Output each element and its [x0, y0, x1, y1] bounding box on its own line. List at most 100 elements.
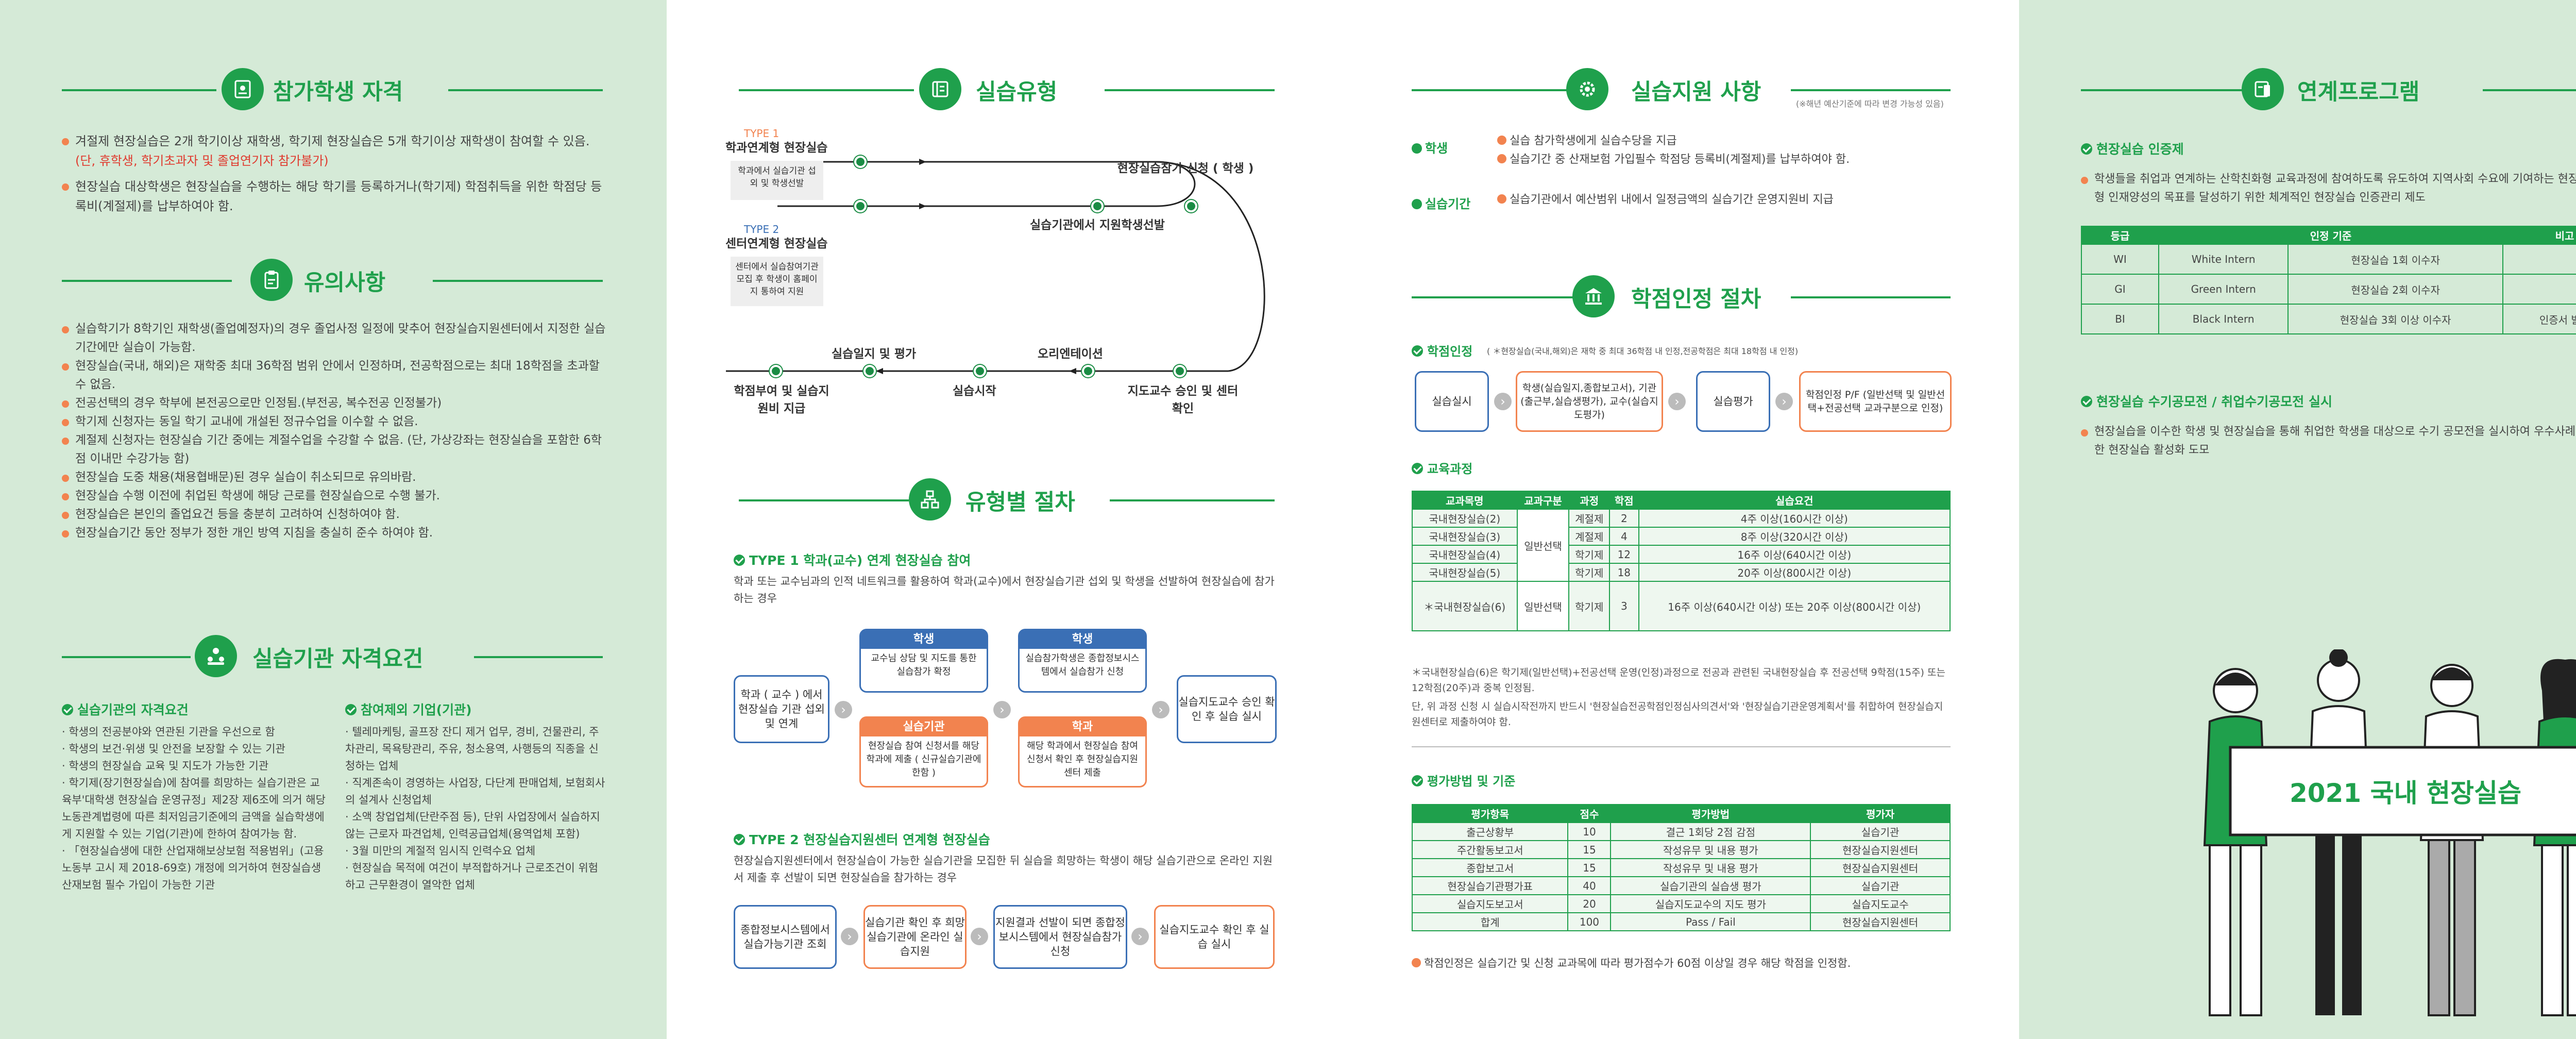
- list-item: 현장실습 수행 이전에 취업된 학생에 해당 근로를 현장실습으로 수행 불가.: [62, 487, 608, 505]
- student-label: 학생: [1412, 138, 1448, 156]
- node-select: 실습기관에서 지원학생선발: [1030, 219, 1165, 232]
- cell: 2: [1609, 509, 1639, 528]
- cell: 종합보고서: [1411, 858, 1569, 877]
- cell: White Intern: [2158, 244, 2289, 275]
- cell: 국내현장실습(5): [1412, 563, 1518, 582]
- table-row: 국내현장실습(4) 학기제 12 16주 이상(640시간 이상): [1412, 545, 1951, 564]
- cell: 합계: [1411, 912, 1569, 931]
- cell: 100: [1567, 912, 1612, 931]
- cell: 4: [1609, 527, 1639, 546]
- arrow-head: [919, 203, 926, 209]
- flow-dot: [1091, 200, 1104, 212]
- type2-desc: 센터에서 실습참여기관 모집 후 학생이 홈페이지 통하여 지원: [731, 257, 823, 306]
- cell: BI: [2081, 304, 2159, 334]
- cell: 40: [1567, 876, 1612, 895]
- students-illustration: [2203, 649, 2576, 1016]
- table-row: 국내현장실습(5) 학기제 18 20주 이상(800시간 이상): [1412, 563, 1951, 582]
- evaluation-head: 평가방법 및 기준: [1412, 771, 1515, 789]
- section-header-notes: 유의사항: [0, 257, 667, 304]
- cell: 작성유무 및 내용 평가: [1610, 840, 1811, 859]
- box-head: 실습기관: [861, 718, 987, 736]
- flow-dot: [854, 200, 867, 212]
- excluded-list: · 텔레마케팅, 골프장 잔디 제거 업무, 경비, 건물관리, 주차관리, 목…: [345, 724, 608, 894]
- cell: 15: [1567, 858, 1612, 877]
- type2-procedure-desc: 현장실습지원센터에서 현장실습이 가능한 실습기관을 모집한 뒤 실습을 희망하…: [734, 854, 1273, 884]
- certificate-icon: [222, 68, 264, 110]
- check-icon: [345, 704, 357, 715]
- box-body: 교수님 상담 및 지도를 통한 실습참가 확정: [871, 653, 977, 677]
- cell: 현장실습 1회 이수자: [2287, 244, 2503, 275]
- type1-name: 학과연계형 현장실습: [725, 141, 828, 155]
- cell: 실습지도교수의 지도 평가: [1610, 894, 1811, 913]
- step-arrow: ›: [841, 928, 858, 945]
- t2-step-search: 종합정보시스템에서 실습가능기관 조회: [734, 905, 837, 969]
- col-header: 점수: [1567, 804, 1612, 823]
- list-item: · 학생의 현장실습 교육 및 지도가 가능한 기관: [62, 760, 269, 772]
- type2-name: 센터연계형 현장실습: [725, 237, 828, 250]
- evaluation-note: 학점인정은 실습기간 및 신청 교과목에 따라 평가점수가 60점 이상일 경우…: [1412, 953, 1951, 973]
- student-figure: [2419, 664, 2484, 1016]
- table-header-row: 등급 인정 기준 비고: [2081, 226, 2576, 245]
- flow-dot: [770, 365, 782, 377]
- type1-desc: 학과에서 실습기관 섭외 및 학생선발: [731, 161, 823, 200]
- cell: 인증서 발급: [2502, 304, 2576, 334]
- recruit-head: 현장실습 수기공모전 / 취업수기공모전 실시: [2081, 392, 2332, 410]
- cell: 실습기관: [1810, 822, 1951, 841]
- section-header-student-eligibility: 참가학생 자격: [0, 66, 667, 113]
- flow-dot: [1082, 365, 1094, 377]
- list-item: 현장실습 도중 채용(채용협배문)된 경우 실습이 취소되므로 유의바람.: [62, 468, 608, 487]
- panel-support: 실습지원 사항 (※해년 예산기준에 따라 변경 가능성 있음) 학생 실습 참…: [1343, 0, 2019, 1039]
- credit-note: ( ＊현장실습(국내,해외)은 재학 중 최대 36학점 내 인정,전공학점은 …: [1487, 346, 1799, 356]
- col-header: 평가항목: [1411, 804, 1569, 823]
- section-header-linked: 연계프로그램: [2019, 66, 2576, 113]
- list-item: · 소액 창업업체(단란주점 등), 단위 사업장에서 실습하지 않는 근로자 …: [345, 811, 600, 840]
- table-row: ＊국내현장실습(6) 일반선택 학기제 3 16주 이상(640시간 이상) 또…: [1412, 581, 1951, 631]
- cell: ＊국내현장실습(6): [1412, 581, 1518, 631]
- step-arrow: ›: [971, 928, 988, 945]
- section-header-procedure: 유형별 절차: [667, 476, 1343, 524]
- subsection-head: 참여제외 기업(기관): [345, 700, 608, 718]
- cell: 20주 이상(800시간 이상): [1638, 563, 1951, 582]
- flow-dot: [974, 365, 986, 377]
- cell: 4주 이상(160시간 이상): [1638, 509, 1951, 528]
- student-support-list: 실습 참가학생에게 실습수당을 지급 실습기간 중 산재보험 가입필수 학점당 …: [1497, 132, 1951, 169]
- col-header: 교과목명: [1412, 491, 1518, 510]
- flow-dot: [1174, 365, 1186, 377]
- clipboard-icon: [250, 259, 293, 301]
- gear-icon: [1566, 68, 1608, 110]
- cell: 일반선택: [1516, 581, 1570, 631]
- col-header: 과정: [1568, 491, 1611, 510]
- col-header: 교과구분: [1516, 491, 1570, 510]
- list-item: 실습 참가학생에게 실습수당을 지급: [1497, 132, 1951, 150]
- list-item: · 학생의 보건·위생 및 안전을 보장할 수 있는 기관: [62, 743, 285, 755]
- student-figure: [2203, 668, 2268, 1016]
- section-title: 유형별 절차: [965, 490, 1075, 515]
- credit-flow-eval-docs: 학생(실습일지,종합보고서), 기관(출근부,실습생평가), 교수(실습지도평가…: [1516, 371, 1663, 432]
- section-header-practice-type: 실습유형: [667, 66, 1343, 113]
- cell: 15: [1567, 840, 1612, 859]
- box-body: 해당 학과에서 현장실습 참여 신청서 확인 후 현장실습지원센터 제출: [1027, 741, 1138, 778]
- step-arrow: ›: [1775, 393, 1793, 410]
- step-arrow: ›: [1494, 393, 1512, 410]
- panel-practice-types: 실습유형 TYPE 1 학과연계형 현장실습 학과에서 실습기관 섭외 및 학생…: [667, 0, 1343, 1039]
- check-icon: [2081, 396, 2092, 407]
- col-header: 실습요건: [1638, 491, 1951, 510]
- box-body: 실습참가학생은 종합정보시스템에서 실습참가 신청: [1025, 653, 1140, 677]
- step-arrow: ›: [1131, 928, 1149, 945]
- list-item: 실습기관에서 예산범위 내에서 일정금액의 실습기간 운영지원비 지급: [1497, 191, 1951, 209]
- cell: 3: [1609, 581, 1639, 631]
- table-header-row: 평가항목 점수 평가방법 평가자: [1411, 804, 1951, 823]
- list-item: 실습학기가 8학기인 재학생(졸업예정자)의 경우 졸업사정 일정에 맞추어 현…: [62, 320, 608, 357]
- cell: WI: [2081, 244, 2159, 275]
- check-icon: [1412, 463, 1423, 474]
- panel-eligibility: 참가학생 자격 겨절제 현장실습은 2개 학기이상 재학생, 학기제 현장실습은…: [0, 0, 667, 1039]
- sitemap-icon: [909, 478, 951, 521]
